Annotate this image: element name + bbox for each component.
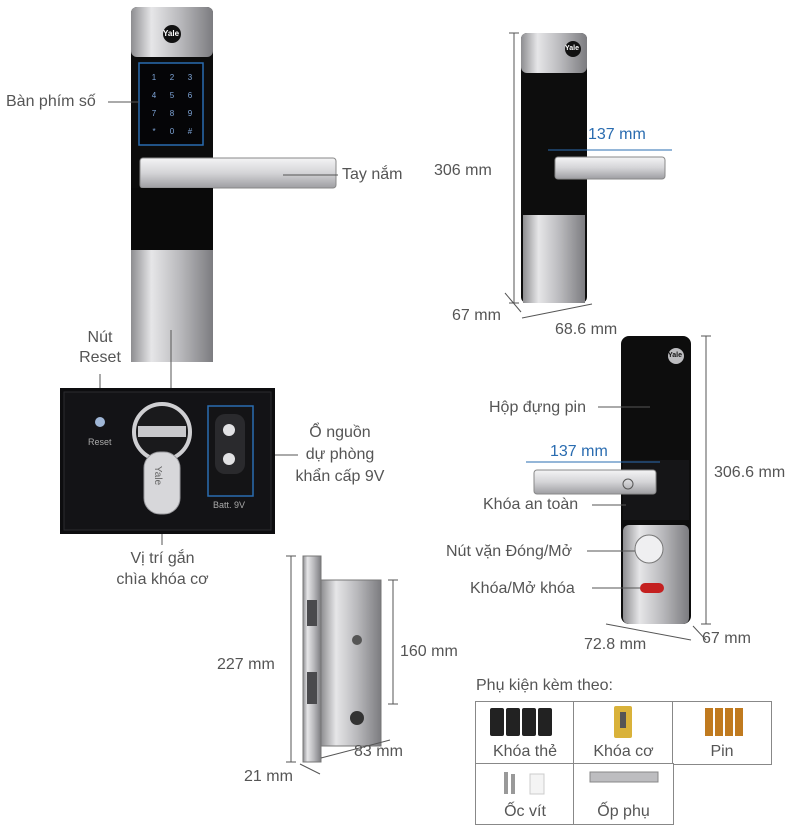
- safety-lock-label: Khóa an toàn: [483, 496, 579, 513]
- keypad-key: 4: [151, 90, 157, 100]
- mortise-lock: [302, 555, 382, 763]
- keycard-icon: [490, 708, 552, 736]
- accessories-title: Phụ kiện kèm theo:: [476, 677, 613, 694]
- battery-label-line1: Ổ nguồn: [309, 424, 371, 441]
- keypad-key: *: [152, 126, 156, 136]
- keypad-key: 0: [169, 126, 175, 136]
- front-handle: [139, 157, 337, 189]
- accessory-card-screws: Ốc vít: [475, 763, 575, 825]
- back-width: 72.8 mm: [584, 636, 647, 653]
- side-brand: Yale: [565, 45, 580, 52]
- keypad-label: Bàn phím số: [6, 93, 96, 110]
- battery-terminal-icon: [223, 424, 235, 436]
- accessory-label: Ốc vít: [504, 803, 546, 820]
- knob-icon: [634, 534, 664, 564]
- back-brand: Yale: [668, 352, 683, 359]
- keypad-key: 9: [187, 108, 193, 118]
- accessory-label: Khóa cơ: [593, 743, 654, 760]
- front-lock: [131, 7, 337, 362]
- accessory-label: Ốp phụ: [597, 803, 650, 820]
- knob-label: Nút vặn Đóng/Mở: [446, 543, 573, 560]
- accessory-label: Khóa thẻ: [492, 743, 558, 760]
- keypad-key: 8: [169, 108, 175, 118]
- keypad-key: #: [187, 126, 193, 136]
- side-depth: 67 mm: [452, 307, 501, 324]
- keypad-key: 1: [151, 72, 157, 82]
- key-icon: [614, 706, 632, 738]
- battery-label-line2: dự phòng: [305, 446, 375, 463]
- keypad-key: 3: [187, 72, 193, 82]
- keypad-key: 6: [187, 90, 193, 100]
- side-lock: [521, 33, 666, 303]
- back-handle-length: 137 mm: [550, 443, 608, 460]
- back-lock: [533, 336, 691, 624]
- yale-logo-icon: [163, 25, 181, 43]
- battery-printed: Batt. 9V: [213, 500, 246, 510]
- accessory-card-batteries: Pin: [672, 701, 772, 765]
- keyhole-label-line1: Vị trí gắn: [130, 550, 195, 567]
- back-depth: 67 mm: [702, 630, 751, 647]
- back-handle: [533, 469, 657, 495]
- accessory-label: Pin: [710, 743, 734, 760]
- safety-lock-icon: [622, 478, 634, 490]
- accessory-card-keycards: Khóa thẻ: [475, 701, 575, 765]
- battery-label-line3: khẩn cấp 9V: [295, 468, 385, 485]
- battery-box-label: Hộp đựng pin: [489, 399, 586, 416]
- strike-plate-icon: [589, 771, 659, 783]
- keypad-area: [138, 62, 204, 146]
- yale-logo-icon: [668, 348, 684, 364]
- front-brand: Yale: [163, 29, 180, 38]
- mortise-body-width: 83 mm: [354, 743, 403, 760]
- keypad-key: 7: [151, 108, 157, 118]
- accessory-card-keys: Khóa cơ: [573, 701, 674, 765]
- cylinder-brand: Yale: [152, 465, 164, 486]
- keypad-grid: 1 2 3 4 5 6 7 8 9 * 0 #: [145, 68, 199, 140]
- reset-label-line2: Reset: [79, 349, 121, 366]
- mortise-total-height: 227 mm: [217, 656, 275, 673]
- back-height: 306.6 mm: [714, 464, 786, 481]
- reset-label-line1: Nút: [87, 329, 113, 346]
- keypad-key: 2: [169, 72, 175, 82]
- lock-toggle-label: Khóa/Mở khóa: [470, 580, 575, 597]
- screw-icon: [504, 772, 545, 795]
- mortise-body-height: 160 mm: [400, 643, 458, 660]
- keypad-key: 5: [169, 90, 175, 100]
- lock-toggle-icon: [640, 583, 664, 593]
- battery-icon: [705, 708, 743, 736]
- side-handle: [554, 156, 666, 180]
- zoom-panel: [60, 388, 275, 534]
- reset-printed: Reset: [88, 437, 112, 447]
- mortise-faceplate-width: 21 mm: [244, 768, 293, 785]
- yale-logo-icon: [565, 41, 581, 57]
- battery-terminal-icon: [223, 453, 235, 465]
- side-handle-length: 137 mm: [588, 126, 646, 143]
- handle-label: Tay nắm: [342, 166, 403, 183]
- reset-button-icon: [95, 417, 105, 427]
- side-height: 306 mm: [434, 162, 492, 179]
- accessory-card-strike-plate: Ốp phụ: [573, 763, 674, 825]
- side-width: 68.6 mm: [555, 321, 618, 338]
- keyhole-label-line2: chìa khóa cơ: [116, 571, 209, 588]
